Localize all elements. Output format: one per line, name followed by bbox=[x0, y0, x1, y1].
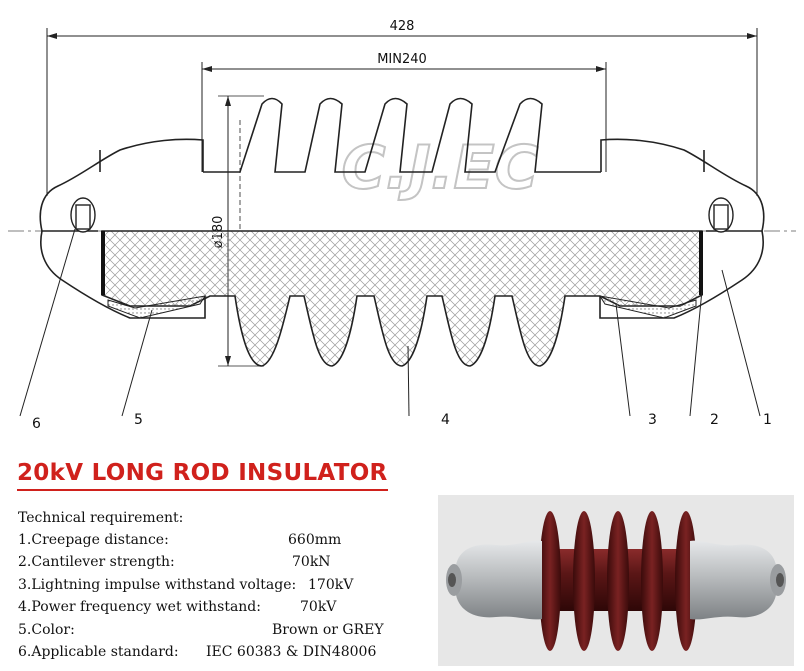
spec-label: 3.Lightning impulse withstand voltage: bbox=[18, 576, 297, 593]
spec-row: 4.Power frequency wet withstand: 70kV bbox=[18, 596, 438, 618]
spec-label: 1.Creepage distance: bbox=[18, 532, 169, 548]
spec-value: 170kV bbox=[308, 576, 354, 593]
dimension-overall: 428 bbox=[46, 19, 758, 196]
dimension-min: MIN240 bbox=[201, 52, 607, 172]
product-photo bbox=[438, 495, 794, 666]
page-title: 20kV LONG ROD INSULATOR bbox=[17, 460, 388, 491]
callout-2: 2 bbox=[710, 412, 719, 428]
spec-label: 4.Power frequency wet withstand: bbox=[18, 599, 261, 616]
spec-heading: Technical requirement: bbox=[18, 510, 184, 526]
callout-3: 3 bbox=[648, 412, 657, 428]
metal-cap-right bbox=[690, 540, 786, 620]
spec-row: 5.Color: Brown or GREY bbox=[18, 619, 438, 641]
dimension-min-label: MIN240 bbox=[377, 52, 427, 67]
insulator-section-lower bbox=[40, 230, 764, 367]
spec-row: 6.Applicable standard: IEC 60383 & DIN48… bbox=[18, 641, 438, 663]
spec-value: 70kN bbox=[292, 554, 331, 571]
callout-4: 4 bbox=[441, 412, 450, 428]
spec-row: 1.Creepage distance: 660mm bbox=[18, 529, 438, 551]
spec-label: 6.Applicable standard: bbox=[18, 643, 179, 660]
callout-leaders bbox=[19, 228, 761, 417]
spec-label: 2.Cantilever strength: bbox=[18, 554, 175, 571]
metal-cap-left bbox=[446, 540, 542, 620]
callout-1: 1 bbox=[763, 412, 772, 428]
end-fittings bbox=[70, 197, 734, 233]
spec-value: Brown or GREY bbox=[272, 621, 384, 638]
spec-label: 5.Color: bbox=[18, 621, 75, 638]
insulator-drawing: C.J.EC 428 MIN240 ø180 bbox=[8, 19, 796, 432]
callout-6: 6 bbox=[32, 416, 41, 432]
callout-5: 5 bbox=[134, 412, 143, 428]
spec-value: 70kV bbox=[300, 599, 337, 616]
spec-list: Technical requirement: 1.Creepage distan… bbox=[18, 508, 438, 663]
spec-value: IEC 60383 & DIN48006 bbox=[206, 643, 377, 660]
insulator-upper-half bbox=[39, 97, 765, 232]
spec-value: 660mm bbox=[288, 532, 342, 548]
spec-row: 3.Lightning impulse withstand voltage: 1… bbox=[18, 574, 438, 596]
spec-row: 2.Cantilever strength: 70kN bbox=[18, 551, 438, 573]
dimension-overall-label: 428 bbox=[390, 19, 415, 34]
